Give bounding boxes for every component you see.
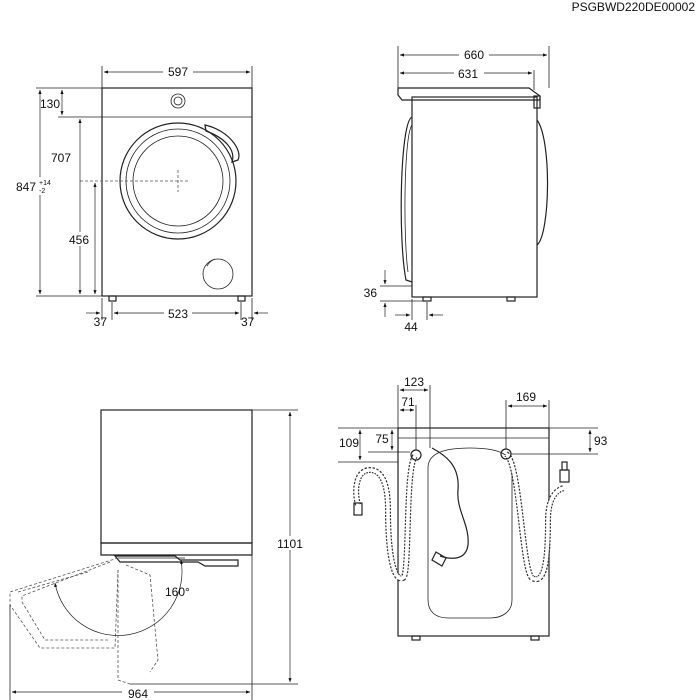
power-plug-icon (431, 551, 447, 567)
side-view: 660 631 36 44 (364, 46, 550, 334)
side-foot-rear (506, 296, 516, 302)
front-width-label: 597 (168, 65, 188, 79)
inlet-y-label: 75 (375, 432, 389, 446)
front-foot-right (237, 295, 246, 302)
foot-right-label: 37 (241, 315, 255, 329)
door-handle (204, 124, 240, 163)
door-angle-arc (54, 559, 184, 636)
total-height-label: 847 (16, 180, 36, 194)
lower-height-label: 456 (69, 233, 89, 247)
inlet-y-total-label: 109 (339, 436, 359, 450)
drain-hook (559, 469, 570, 483)
foot-height-label: 36 (364, 286, 378, 300)
rear-cabinet (397, 427, 550, 637)
door-open-view: 160° 1101 964 (9, 409, 308, 700)
door-angle-label: 160° (165, 585, 190, 599)
inlet-connector (353, 502, 363, 516)
rear-foot-right (530, 635, 540, 641)
total-depth-label: 660 (464, 48, 484, 62)
foot-span-label: 523 (168, 307, 188, 321)
side-rear-hook (533, 95, 541, 109)
side-top-plate (397, 87, 541, 101)
door-hinge-base (100, 542, 253, 556)
total-height-tol-plus: +14 (39, 180, 51, 187)
inlet-offset-label: 123 (404, 375, 424, 389)
filter-cap-slot (206, 258, 216, 267)
door-closed-edge (113, 555, 239, 567)
front-cabinet (101, 87, 253, 297)
top-cabinet (100, 409, 253, 544)
foot-left-label: 37 (94, 315, 108, 329)
open-depth-label: 964 (128, 687, 148, 700)
inlet-x-label: 71 (401, 395, 415, 409)
side-rear-bulge (536, 119, 549, 246)
total-height-tol-minus: -2 (39, 188, 45, 195)
filter-cap-icon (202, 258, 234, 290)
side-foot-front (422, 296, 432, 302)
side-cabinet (411, 96, 538, 298)
program-knob-inner-icon (173, 96, 183, 106)
rear-access-panel (427, 447, 513, 619)
opened-door-outline (9, 557, 119, 649)
power-cord (431, 447, 469, 559)
outlet-y-label: 93 (594, 434, 608, 448)
open-height-label: 1101 (277, 537, 303, 551)
foot-offset-label: 44 (404, 320, 418, 334)
product-code: PSGBWD220DE00002 (572, 0, 696, 14)
door-height-label: 707 (51, 151, 71, 165)
top-panel-label: 130 (40, 97, 60, 111)
rear-foot-left (411, 635, 421, 641)
program-knob-icon (170, 93, 186, 109)
front-view: 597 130 707 456 847 +14 -2 523 37 37 (10, 64, 268, 329)
side-door-bulge (400, 116, 413, 283)
rear-view: 123 71 75 109 169 93 (338, 375, 608, 641)
front-foot-left (108, 295, 117, 302)
outlet-x-label: 169 (516, 390, 536, 404)
body-depth-label: 631 (458, 67, 478, 81)
